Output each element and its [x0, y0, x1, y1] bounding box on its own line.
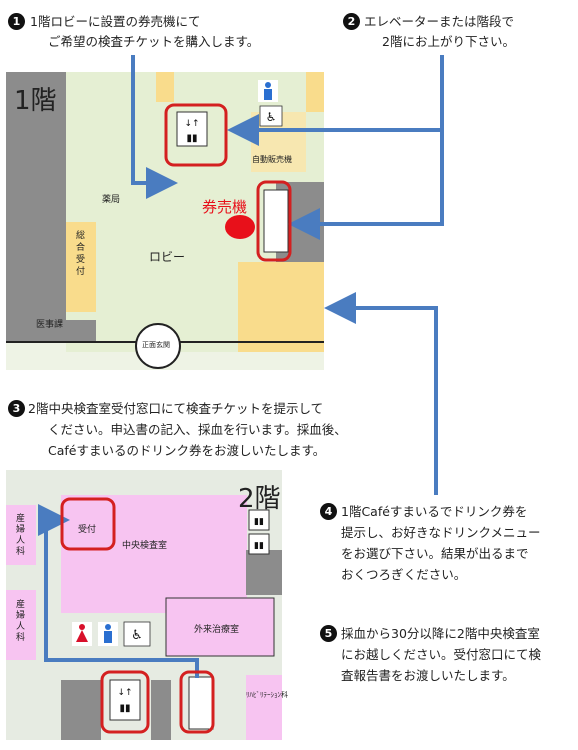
floor2-obgyn-top-room — [6, 505, 36, 565]
floor2-gray-block-1 — [61, 680, 101, 740]
floor1-toilet-male-icon — [258, 80, 278, 102]
step-3-number: 3 — [8, 400, 25, 417]
ticket-machine-label: 券売機 — [202, 198, 248, 216]
step-5-line-3: 査報告書をお渡しいたします。 — [341, 668, 515, 683]
floor1-right-yellow — [238, 262, 324, 352]
obgyn-top-label: 産婦人科 — [16, 514, 26, 557]
step-1-number: 1 — [8, 13, 25, 30]
svg-text:♿: ♿ — [131, 628, 143, 643]
floor2-stairs — [188, 676, 214, 730]
floor2-obgyn-bottom-room — [6, 590, 36, 660]
svg-text:▮▮: ▮▮ — [186, 133, 197, 144]
rehab-label: ﾘﾊﾋﾞﾘﾃｰｼｮﾝ科 — [246, 691, 288, 699]
floor2-elevator-icon-1 — [248, 509, 270, 531]
step-4-line-4: おくつろぎください。 — [341, 567, 467, 582]
route-arrow-step4 — [324, 292, 438, 495]
vending-label: 自動販売機 — [252, 155, 292, 164]
pharmacy-label: 薬局 — [102, 195, 121, 205]
svg-text:▮▮: ▮▮ — [119, 703, 130, 714]
floor2-central-lab-room — [61, 495, 247, 613]
floor1-left-wall — [6, 72, 66, 322]
floor2-gray-block-2 — [151, 680, 171, 740]
reception-label: 受付 — [78, 525, 97, 535]
floor1-top-yellow-2 — [306, 72, 324, 112]
svg-text:↓↑: ↓↑ — [117, 688, 132, 698]
step-4-line-2: 提示し、お好きなドリンクメニュー — [341, 525, 541, 540]
floor2-rehab-room — [246, 675, 282, 740]
floor1-reception-yellow — [66, 222, 96, 312]
obgyn-bottom-label: 産婦人科 — [16, 600, 26, 643]
floor2-gray-block-3 — [246, 550, 282, 595]
step-4-number: 4 — [320, 503, 337, 520]
step-2-number: 2 — [343, 13, 360, 30]
svg-text:▮▮: ▮▮ — [254, 541, 264, 551]
outpatient-label: 外来治療室 — [194, 625, 240, 635]
lobby-label: ロビー — [149, 250, 186, 264]
floor1-map: ↓↑ ▮▮ ♿ 1階 薬局 総合受付 医事課 ロビー 券売機 自動販売機 正面玄… — [6, 72, 324, 370]
step-3-line-3: Caféすまいるのドリンク券をお渡しいたします。 — [48, 443, 326, 458]
floor2-accessible-icon: ♿ — [123, 621, 151, 647]
svg-text:♿: ♿ — [266, 110, 277, 124]
medical-affairs-label: 医事課 — [36, 320, 64, 330]
step-3-line-2: ください。申込書の記入、採血を行います。採血後、 — [48, 422, 347, 437]
step-1-line-1: 1階ロビーに設置の券売機にて — [30, 14, 201, 29]
step-5-line-1: 採血から30分以降に2階中央検査室 — [341, 626, 540, 641]
floor1-title: 1階 — [14, 86, 57, 116]
floor1-bottom-wall — [6, 320, 96, 342]
floor2-map: ▮▮ ▮▮ ↓↑ ▮▮ ♿ 2階 受付 中央検査室 外来治療室 産婦人科 産婦人… — [6, 470, 288, 740]
step-5-line-2: にお越しください。受付窓口にて検 — [341, 647, 542, 662]
svg-text:▮▮: ▮▮ — [254, 517, 264, 527]
step-5-number: 5 — [320, 625, 337, 642]
floor1-entrance-circle — [135, 323, 181, 369]
floor2-elevator-icon-main — [109, 679, 141, 721]
floor2-toilet-female-icon — [72, 622, 92, 646]
step-3-line-1: 2階中央検査室受付窓口にて検査チケットを提示して — [28, 401, 324, 416]
step-2-line-2: 2階にお上がり下さい。 — [382, 34, 515, 49]
general-reception-label: 総合受付 — [76, 231, 86, 277]
step-4-line-1: 1階Caféすまいるでドリンク券を — [341, 504, 528, 519]
floor2-toilet-male-icon — [98, 622, 118, 646]
floor2-title: 2階 — [238, 484, 281, 514]
svg-text:↓↑: ↓↑ — [184, 119, 199, 129]
floor1-stairs — [263, 189, 289, 253]
entrance-label: 正面玄関 — [142, 341, 170, 349]
floor2-elevator-icon-2 — [248, 533, 270, 555]
step-2-line-1: エレベーターまたは階段で — [364, 14, 515, 29]
step-4-line-3: をお選び下さい。結果が出るまで — [341, 546, 529, 561]
step-1-line-2: ご希望の検査チケットを購入します。 — [48, 34, 260, 49]
central-lab-label: 中央検査室 — [122, 541, 168, 551]
floor1-elevator-icon: ↓↑ ▮▮ — [176, 111, 208, 147]
floor1-accessible-icon: ♿ — [259, 105, 283, 127]
ticket-machine-dot — [225, 215, 255, 239]
floor1-top-yellow-1 — [156, 72, 174, 102]
